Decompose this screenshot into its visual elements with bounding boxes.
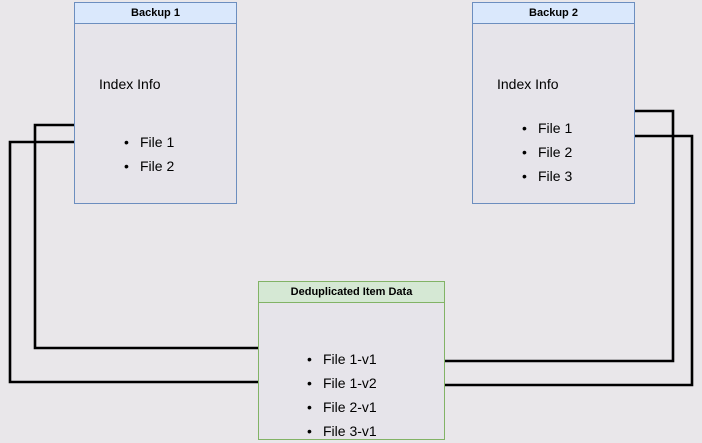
backup-2-title: Backup 2 [473,3,634,24]
backup-2-container[interactable]: Backup 2 Index Info File 1 File 2 File 3 [472,2,635,204]
dedup-item[interactable]: File 1-v2 [307,371,377,395]
backup-1-file-list: File 1 File 2 [124,130,174,178]
dedup-item-list: File 1-v1 File 1-v2 File 2-v1 File 3-v1 [307,347,377,443]
deduplicated-item-data-body: File 1-v1 File 1-v2 File 2-v1 File 3-v1 [259,303,444,443]
dedup-item[interactable]: File 1-v1 [307,347,377,371]
deduplicated-item-data-container[interactable]: Deduplicated Item Data File 1-v1 File 1-… [258,281,445,443]
backup-2-file-item[interactable]: File 3 [522,164,572,188]
dedup-item[interactable]: File 2-v1 [307,395,377,419]
deduplicated-item-data-title: Deduplicated Item Data [259,282,444,303]
backup-2-file-item[interactable]: File 2 [522,140,572,164]
backup-1-file-item[interactable]: File 1 [124,130,174,154]
backup-2-file-item[interactable]: File 1 [522,116,572,140]
backup-1-container[interactable]: Backup 1 Index Info File 1 File 2 [74,2,237,204]
backup-1-body: Index Info File 1 File 2 [75,24,236,203]
backup-2-body: Index Info File 1 File 2 File 3 [473,24,634,203]
backup-1-file-item[interactable]: File 2 [124,154,174,178]
backup-2-file-list: File 1 File 2 File 3 [522,116,572,188]
backup-1-index-info-label: Index Info [99,76,161,92]
dedup-item[interactable]: File 3-v1 [307,419,377,443]
backup-1-title: Backup 1 [75,3,236,24]
backup-2-index-info-label: Index Info [497,76,559,92]
